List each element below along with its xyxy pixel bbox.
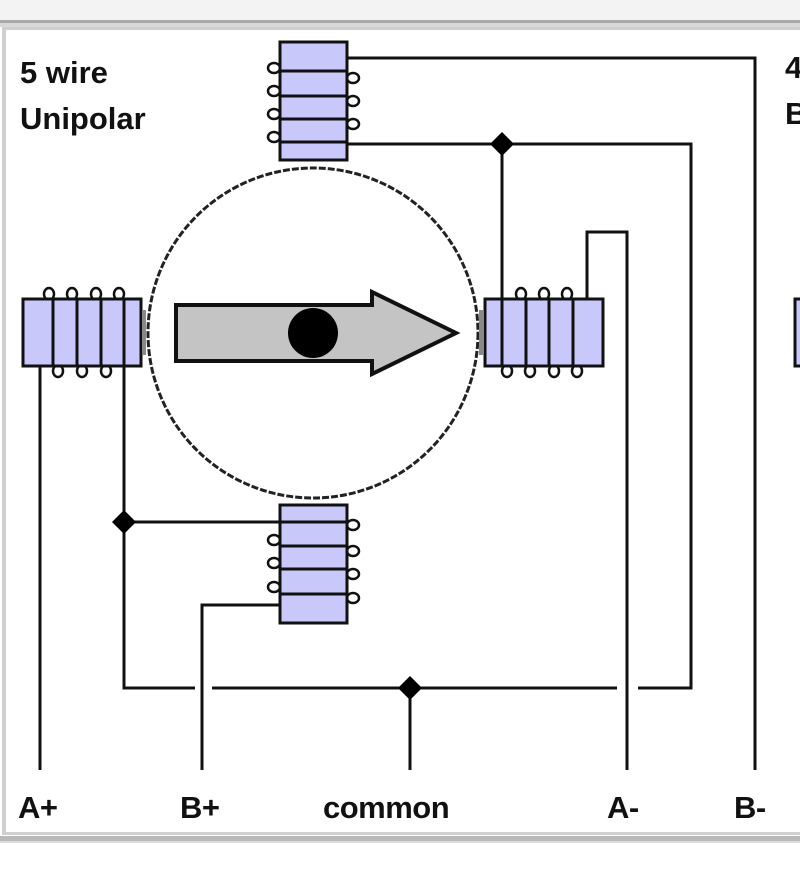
wire-a-minus bbox=[585, 230, 629, 770]
next-panel-coil-partial bbox=[793, 297, 800, 368]
top-frame-strip bbox=[0, 0, 800, 23]
junction-dot-left bbox=[112, 510, 136, 534]
wire-b-minus bbox=[348, 56, 757, 770]
diagram-title: 5 wire Unipolar bbox=[20, 50, 146, 142]
title-line-2: Unipolar bbox=[20, 101, 146, 136]
wire-top-coil-center bbox=[348, 142, 693, 690]
title-line-1: 5 wire bbox=[20, 55, 108, 90]
wire-left-coil-center bbox=[122, 366, 195, 690]
coil-left bbox=[21, 286, 146, 379]
coil-bottom bbox=[266, 503, 361, 625]
coil-top bbox=[266, 40, 361, 162]
next-panel-title-line-2: B bbox=[785, 96, 800, 131]
label-b-minus: B- bbox=[734, 790, 766, 825]
label-common: common bbox=[323, 790, 450, 825]
coil-right bbox=[479, 286, 605, 379]
next-panel-title-line-1: 4 bbox=[785, 50, 800, 85]
label-a-plus: A+ bbox=[18, 790, 58, 825]
rotor-shaft-dot bbox=[288, 308, 338, 358]
junction-dot-common bbox=[398, 676, 422, 700]
label-b-plus: B+ bbox=[180, 790, 220, 825]
label-a-minus: A- bbox=[607, 790, 639, 825]
bottom-frame-strip bbox=[0, 836, 800, 843]
wire-b-plus bbox=[200, 603, 280, 770]
junction-dot-top bbox=[490, 132, 514, 156]
